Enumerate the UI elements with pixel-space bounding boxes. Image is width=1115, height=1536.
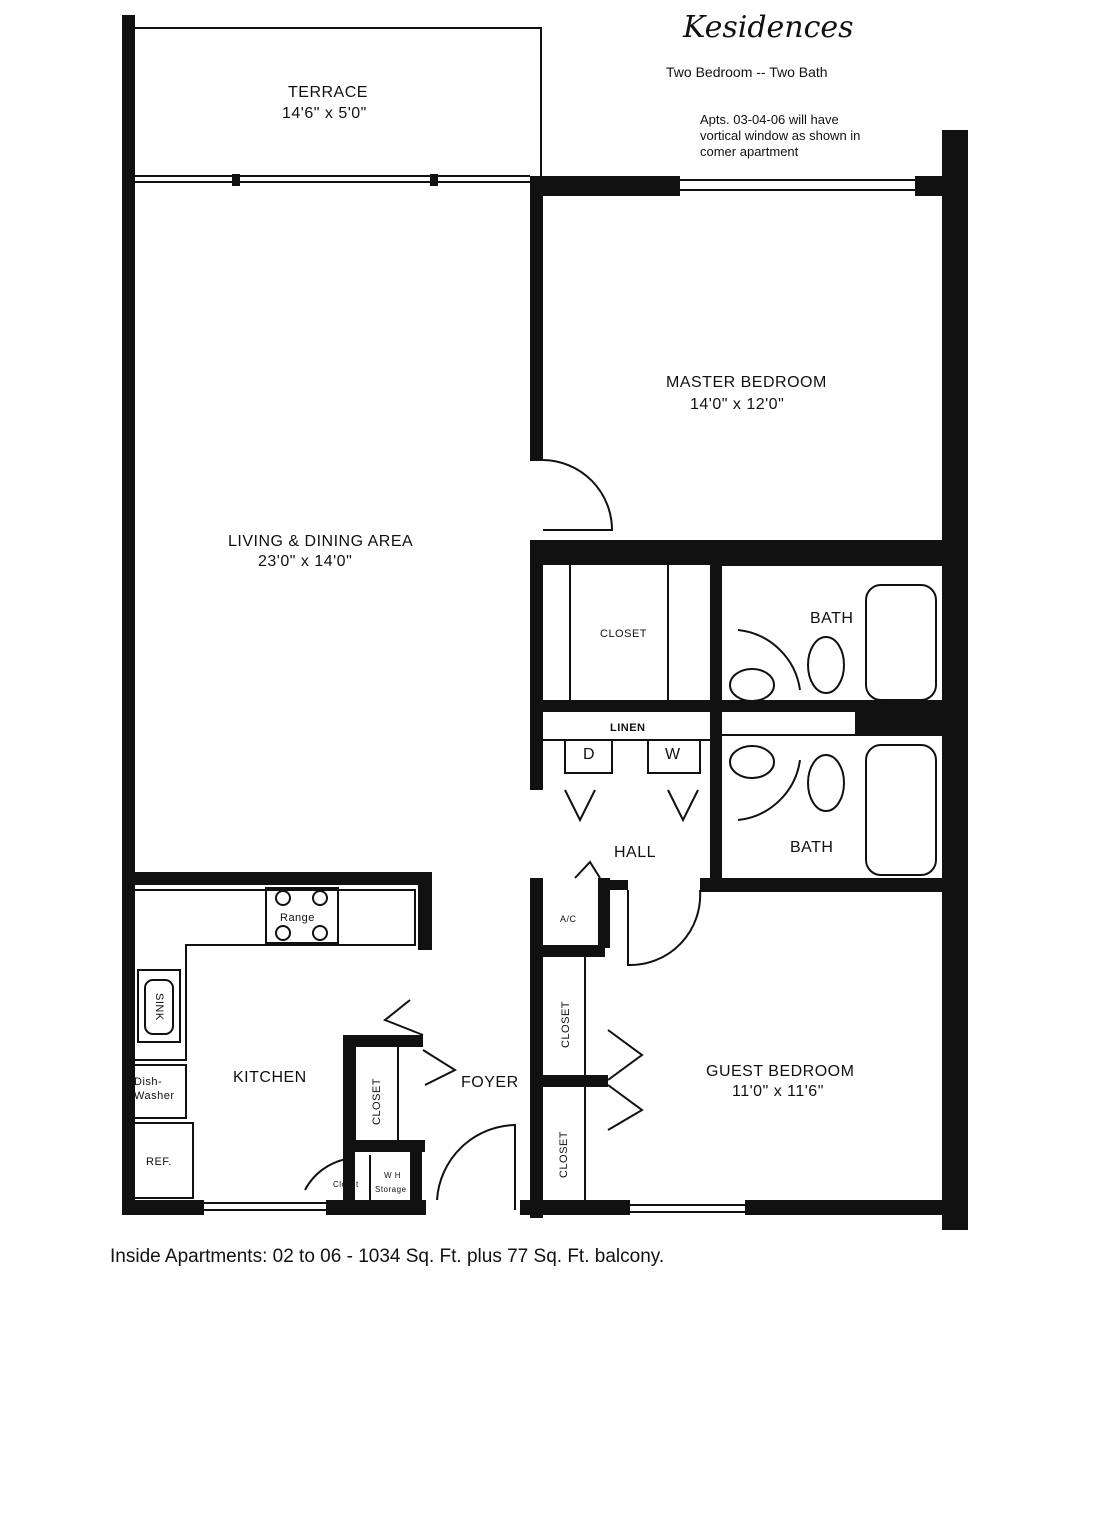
dryer-label: D [583,746,595,763]
ac-label: A/C [560,914,577,924]
closet-master-label: CLOSET [600,628,647,640]
bath-label-2: BATH [790,839,833,856]
foyer-label: FOYER [461,1074,519,1091]
guest-bedroom-label: GUEST BEDROOM [706,1063,854,1080]
dishwasher-label-1: Dish- [134,1076,162,1088]
kitchen-label: KITCHEN [233,1069,307,1086]
guest-bedroom-size: 11'0" x 11'6" [732,1083,824,1100]
master-bedroom-size: 14'0" x 12'0" [690,396,784,413]
terrace-label: TERRACE [288,84,368,101]
sink-label: SINK [153,993,165,1021]
note-line-1: Apts. 03-04-06 will have [700,112,839,127]
bath-label-1: BATH [810,610,853,627]
walls [122,15,968,1230]
closet-guest-2-label: CLOSET [558,1131,570,1178]
footer-note: Inside Apartments: 02 to 06 - 1034 Sq. F… [110,1246,664,1267]
washer-label: W [665,746,681,763]
closet-foyer-label: CLOSET [371,1078,383,1125]
range-label: Range [280,912,315,924]
note-line-2: vortical window as shown in [700,128,860,143]
wh-label: W H [384,1171,401,1180]
storage-label: Storage [375,1185,407,1194]
linen-label: LINEN [610,722,646,734]
ref-label: REF. [146,1156,172,1168]
closet-small-label: Closet [333,1180,359,1189]
hall-label: HALL [614,844,656,861]
dishwasher-label-2: Washer [134,1090,175,1102]
master-bedroom-label: MASTER BEDROOM [666,374,827,391]
fixture-labels: Range SINK Dish- Washer REF. D W Closet … [134,746,681,1194]
living-size: 23'0" x 14'0" [258,553,352,570]
title: Kesidences [682,10,854,45]
note-line-3: comer apartment [700,144,799,159]
closet-guest-1-label: CLOSET [560,1001,572,1048]
subtitle: Two Bedroom -- Two Bath [666,64,828,80]
terrace-size: 14'6" x 5'0" [282,105,367,122]
room-labels: TERRACE 14'6" x 5'0" MASTER BEDROOM 14'0… [228,84,854,1178]
living-label: LIVING & DINING AREA [228,533,413,550]
